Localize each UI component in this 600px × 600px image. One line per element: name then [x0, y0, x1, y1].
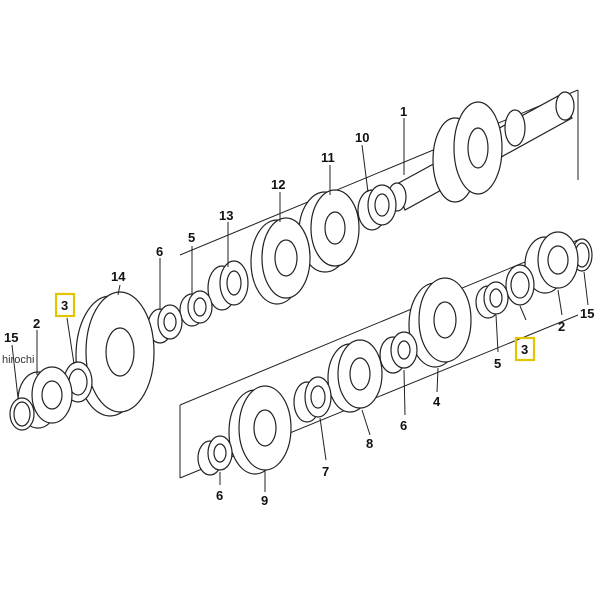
- part-9-gear: [228, 385, 292, 475]
- callout-15-left: 15: [4, 330, 18, 345]
- callout-10: 10: [355, 130, 369, 145]
- callout-8: 8: [366, 436, 373, 451]
- part-5-collar-upper: [179, 290, 213, 327]
- part-6-needle-bearing-upper: [147, 304, 183, 344]
- callout-2-right: 2: [558, 319, 565, 334]
- highlight-box-3-left: [54, 292, 76, 318]
- callout-3-right: 3: [521, 342, 528, 357]
- part-2-bearing-right: [524, 231, 579, 294]
- callout-6-middle: 6: [400, 418, 407, 433]
- callout-7: 7: [322, 464, 329, 479]
- callout-11: 11: [321, 150, 335, 165]
- callout-labels: 1 10 11 12 13 5 6 14 3 2 15 3 2 15 5 4 6…: [4, 104, 594, 508]
- callout-6-lower: 6: [216, 488, 223, 503]
- callout-13: 13: [219, 208, 233, 223]
- part-6-needle-bearing-lower: [197, 435, 233, 476]
- callout-12: 12: [271, 177, 285, 192]
- leader-lines: [11, 118, 589, 492]
- part-12-shift-ring: [250, 217, 311, 305]
- part-2-bearing-left: [17, 366, 73, 429]
- part-15-circlip-left: [9, 397, 35, 431]
- callout-1: 1: [400, 104, 407, 119]
- part-11-gear: [298, 189, 360, 273]
- callout-4: 4: [433, 394, 441, 409]
- callout-9: 9: [261, 493, 268, 508]
- callout-6-upper: 6: [156, 244, 163, 259]
- part-5-collar-lower: [475, 281, 509, 319]
- callout-5-upper: 5: [188, 230, 195, 245]
- part-8-shift-ring: [327, 339, 383, 413]
- callout-5-lower: 5: [494, 356, 501, 371]
- callout-2-left: 2: [33, 316, 40, 331]
- callout-14: 14: [111, 269, 126, 284]
- part-6-needle-bearing-middle: [379, 331, 418, 374]
- part-3-washer-right: [505, 264, 535, 306]
- part-7-needle-bearing: [293, 376, 332, 423]
- highlight-box-3-right: [514, 336, 536, 362]
- watermark-text: hirochi: [2, 354, 34, 366]
- callout-3-left: 3: [61, 298, 68, 313]
- part-10-needle-bearing: [357, 184, 397, 231]
- part-13-needle-bearing: [207, 260, 249, 311]
- part-1-mainshaft: [387, 91, 575, 212]
- part-14-large-gear: [75, 291, 155, 417]
- callout-15-right: 15: [580, 306, 594, 321]
- part-4-gear: [408, 277, 472, 368]
